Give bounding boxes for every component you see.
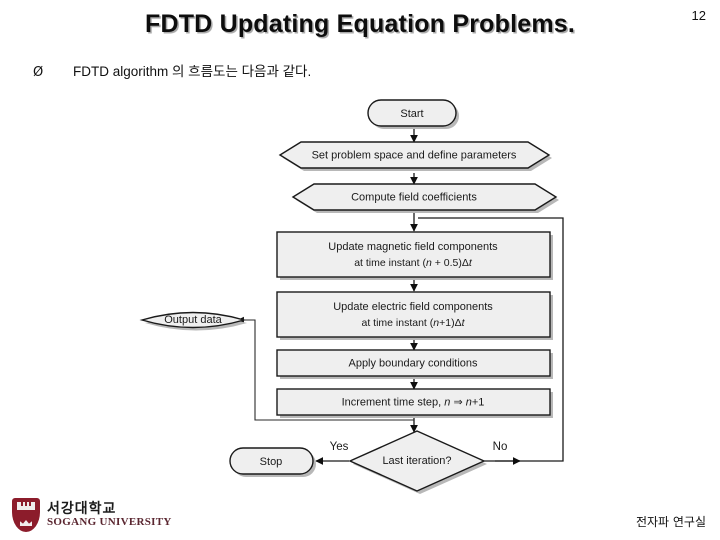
node-apply-boundary-conditions-label: Apply boundary conditions xyxy=(348,357,478,369)
node-increment-time-step[interactable]: Increment time step, n ⇒ n+1 xyxy=(276,388,553,418)
node-stop[interactable]: Stop xyxy=(229,447,316,477)
node-update-magnetic-field-line1: Update magnetic field components xyxy=(328,241,498,253)
node-increment-time-step-label: Increment time step, n ⇒ n+1 xyxy=(342,396,485,408)
node-start-label: Start xyxy=(400,108,423,120)
node-output-data[interactable]: Output data xyxy=(139,311,247,331)
node-update-electric-field-line1: Update electric field components xyxy=(333,301,493,313)
edge-label-no: No xyxy=(493,441,508,453)
node-compute-field-coefficients-label: Compute field coefficients xyxy=(351,191,477,203)
node-start[interactable]: Start xyxy=(367,99,459,129)
logo-korean-label: 서강대학교 xyxy=(47,500,117,517)
logo-english-label: SOGANG UNIVERSITY xyxy=(47,515,172,528)
edge-label-yes: Yes xyxy=(330,441,349,453)
node-set-problem-space[interactable]: Set problem space and define parameters xyxy=(278,141,552,171)
bullet-arrow-icon: Ø xyxy=(33,65,44,80)
lab-name-label: 전자파 연구실 xyxy=(635,515,706,529)
node-update-electric-field-line2: at time instant (n+1)Δt xyxy=(361,317,465,329)
shield-icon xyxy=(12,498,40,532)
bullet-list-item: Ø FDTD algorithm 의 흐름도는 다음과 같다. xyxy=(33,60,311,80)
node-stop-label: Stop xyxy=(260,456,283,468)
node-last-iteration-label: Last iteration? xyxy=(382,455,451,467)
node-apply-boundary-conditions[interactable]: Apply boundary conditions xyxy=(276,349,553,379)
sogang-university-logo: 서강대학교 SOGANG UNIVERSITY xyxy=(12,498,172,532)
node-output-data-label: Output data xyxy=(164,314,222,326)
connector-to-output-data xyxy=(237,316,414,421)
node-last-iteration-decision[interactable]: Last iteration? xyxy=(348,430,487,494)
connector-no-feedback-loop xyxy=(418,217,564,462)
node-compute-field-coefficients[interactable]: Compute field coefficients xyxy=(291,183,559,213)
page-number: 12 xyxy=(691,8,706,23)
node-set-problem-space-label: Set problem space and define parameters xyxy=(312,149,517,161)
node-update-magnetic-field-line2: at time instant (n + 0.5)Δt xyxy=(354,257,473,269)
bullet-item-label: FDTD algorithm 의 흐름도는 다음과 같다. xyxy=(73,64,312,79)
node-update-electric-field[interactable]: Update electric field components at time… xyxy=(276,291,553,340)
node-update-magnetic-field[interactable]: Update magnetic field components at time… xyxy=(276,231,553,280)
page-title: FDTD Updating Equation Problems. xyxy=(144,10,575,38)
